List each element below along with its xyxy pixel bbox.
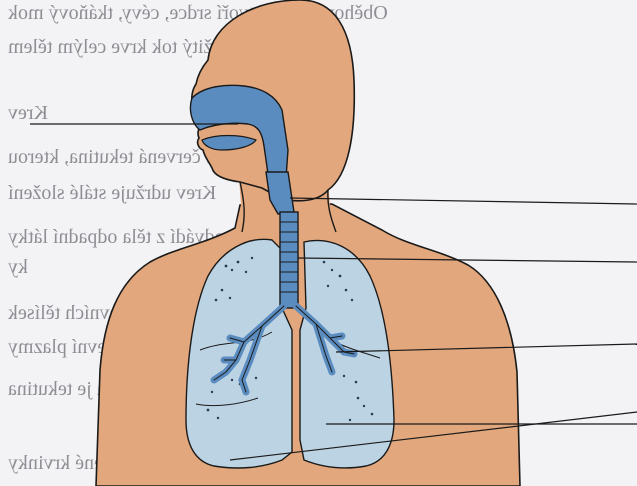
leader-line-larynx [290, 198, 637, 204]
trachea [280, 212, 298, 308]
